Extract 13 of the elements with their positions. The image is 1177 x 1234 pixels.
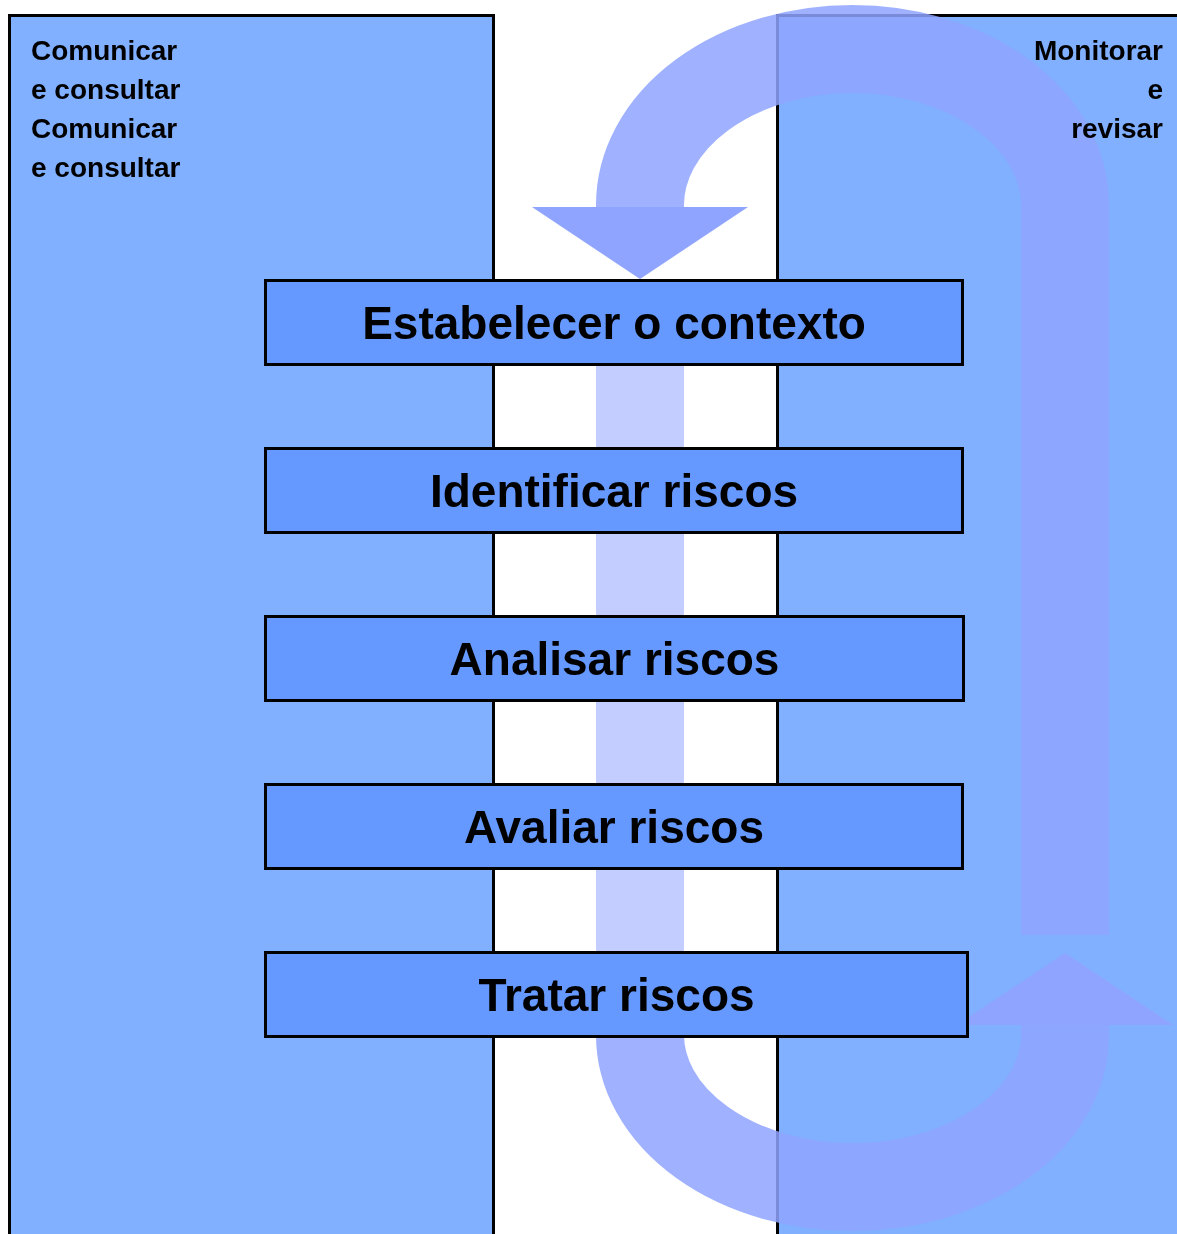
flow-band	[596, 534, 684, 615]
process-box: Analisar riscos	[264, 615, 965, 702]
panel-heading: Comunicar e consultar	[31, 34, 182, 107]
panel-heading: Comunicar e consultar	[31, 112, 182, 185]
process-box: Avaliar riscos	[264, 783, 964, 870]
panel-heading: Monitorar e revisar	[1032, 34, 1163, 146]
flow-band	[596, 366, 684, 447]
flow-band	[596, 702, 684, 783]
process-box: Identificar riscos	[264, 447, 964, 534]
process-box: Estabelecer o contexto	[264, 279, 964, 366]
cycle-arrow	[596, 953, 1173, 1231]
flow-band	[596, 870, 684, 951]
process-box: Tratar riscos	[264, 951, 969, 1038]
